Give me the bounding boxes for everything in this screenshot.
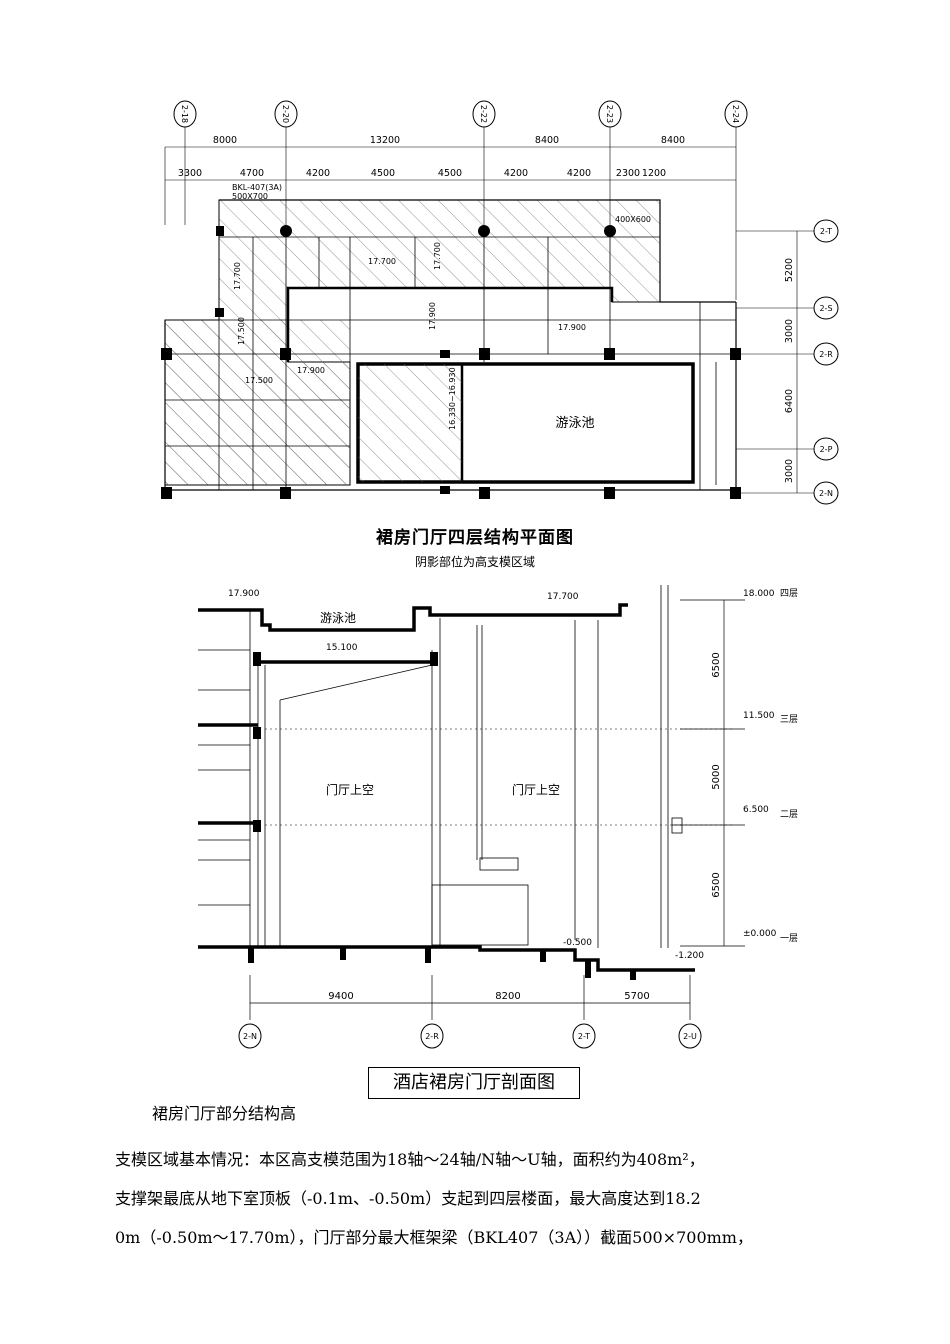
sec-level-val-0: 18.000 <box>743 589 775 599</box>
sec-level-name-1: 三层 <box>780 714 798 725</box>
column-note: 400X600 <box>615 215 651 224</box>
sec-pool-label: 游泳池 <box>320 611 356 625</box>
dim-top-major-2: 8400 <box>535 135 559 146</box>
dim-top-major-1: 13200 <box>370 135 400 146</box>
axis-top-3: 2-23 <box>605 105 614 123</box>
sec-axis-0: 2-N <box>243 1032 257 1041</box>
dim-top-minor-6: 4200 <box>567 168 591 179</box>
sec-dim-right-2: 6500 <box>711 872 722 897</box>
plan-pool-label: 游泳池 <box>555 416 594 431</box>
dim-right-0: 5200 <box>784 258 795 282</box>
sec-elev-1: 17.700 <box>547 592 579 602</box>
dim-top-major-3: 8400 <box>661 135 685 146</box>
axis-right-2: 2-R <box>819 350 833 359</box>
dim-top-major-0: 8000 <box>213 135 237 146</box>
elev-4: 17.500 <box>237 317 246 345</box>
sec-dim-right-0: 6500 <box>711 652 722 677</box>
hatch-fill-left-bottom <box>165 320 350 485</box>
elev-6: 17.900 <box>297 366 325 375</box>
sec-level-name-0: 四层 <box>780 588 798 599</box>
axis-top-4: 2-24 <box>731 105 740 123</box>
beam-label-0: BKL-407(3A) <box>232 183 282 192</box>
elev-2: 17.700 <box>433 242 442 270</box>
plan-subtitle: 阴影部位为高支模区域 <box>414 555 535 569</box>
sec-level-name-2: 二层 <box>780 809 798 820</box>
elev-3: 17.900 <box>428 302 437 330</box>
axis-top-0: 2-18 <box>180 105 189 123</box>
text-line-1: 裙房门厅部分结构高 <box>152 1104 297 1123</box>
axis-top-2: 2-22 <box>479 105 488 123</box>
sec-level-name-3: 一层 <box>780 933 798 944</box>
elev-8: 16.330~16.930 <box>448 367 457 430</box>
dim-top-minor-2: 4200 <box>306 168 330 179</box>
elev-0: 17.700 <box>368 257 396 266</box>
sec-hall-label-1: 门厅上空 <box>512 782 560 797</box>
plan-title: 裙房门厅四层结构平面图 <box>376 528 574 548</box>
floor-plan-drawing: 2-18 2-20 2-22 2-23 2-24 8000 13200 8400… <box>161 100 839 505</box>
sec-elev-3: -0.500 <box>563 938 592 948</box>
elev-7: 17.900 <box>558 323 586 332</box>
dim-top-minor-5: 4200 <box>504 168 528 179</box>
dim-right-3: 3000 <box>784 459 795 483</box>
sec-axis-1: 2-R <box>425 1032 439 1041</box>
sec-dim-right-1: 5000 <box>711 764 722 789</box>
sec-elev-4: -1.200 <box>675 951 704 961</box>
sec-level-val-3: ±0.000 <box>743 929 777 939</box>
dim-top-minor-4: 4500 <box>438 168 462 179</box>
section-drawing: 2-N 2-R 2-T 2-U 9400 8200 5700 6500 5000… <box>198 585 798 1049</box>
dim-right-1: 3000 <box>784 319 795 343</box>
dim-top-minor-0: 3300 <box>178 168 202 179</box>
beam-label-1: 500X700 <box>232 192 268 201</box>
dim-right-2: 6400 <box>784 389 795 413</box>
axis-top-1: 2-20 <box>281 105 290 123</box>
elev-5: 17.500 <box>245 376 273 385</box>
sec-elev-2: 15.100 <box>326 643 358 653</box>
sec-hall-label-0: 门厅上空 <box>326 782 374 797</box>
dim-top-minor-1: 4700 <box>240 168 264 179</box>
sec-level-val-1: 11.500 <box>743 711 775 721</box>
sec-axis-3: 2-U <box>683 1032 697 1041</box>
dim-top-minor-7: 2300 <box>616 168 640 179</box>
axis-right-4: 2-N <box>819 489 833 498</box>
dim-top-minor-8: 1200 <box>642 168 666 179</box>
axis-right-3: 2-P <box>820 445 833 454</box>
sec-dim-bottom-1: 8200 <box>495 991 520 1002</box>
sec-axis-2: 2-T <box>578 1032 590 1041</box>
text-line-4: 0m（-0.50m～17.70m），门厅部分最大框架梁（BKL407（3A））截… <box>115 1228 753 1247</box>
text-line-2: 支模区域基本情况：本区高支模范围为18轴～24轴/N轴～U轴，面积约为408m²… <box>115 1150 705 1169</box>
sec-dim-bottom-2: 5700 <box>624 991 649 1002</box>
columns <box>161 225 741 499</box>
sec-dim-bottom-0: 9400 <box>328 991 353 1002</box>
elev-1: 17.700 <box>233 262 242 290</box>
axis-right-1: 2-S <box>819 304 832 313</box>
axis-right-0: 2-T <box>820 227 832 236</box>
dim-top-minor-3: 4500 <box>371 168 395 179</box>
text-line-3: 支撑架最底从地下室顶板（-0.1m、-0.50m）支起到四层楼面，最大高度达到1… <box>115 1189 701 1208</box>
section-title: 酒店裙房门厅剖面图 <box>368 1067 580 1099</box>
sec-level-val-2: 6.500 <box>743 805 769 815</box>
sec-elev-0: 17.900 <box>228 589 260 599</box>
